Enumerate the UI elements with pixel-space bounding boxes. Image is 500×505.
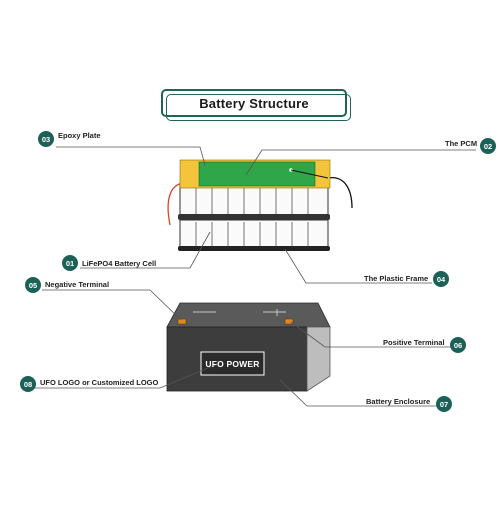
battery-enclosure-art: [166, 302, 331, 392]
badge-05: 05: [25, 277, 41, 293]
diagram-title: Battery Structure: [161, 89, 351, 121]
positive-terminal-shape: [284, 318, 294, 325]
battery-pack: [167, 159, 353, 251]
black-wire: [327, 177, 353, 209]
leader-01: [80, 231, 211, 269]
label-plastic-frame: The Plastic Frame: [364, 274, 429, 283]
plastic-frame-bottom: [178, 246, 330, 251]
badge-02: 02: [480, 138, 496, 154]
label-logo: UFO LOGO or Customized LOGO: [40, 378, 159, 387]
leader-07: [279, 379, 439, 407]
leader-06: [290, 321, 455, 348]
label-lifepo4-cell: LiFePO4 Battery Cell: [82, 259, 157, 268]
label-epoxy-plate: Epoxy Plate: [58, 131, 101, 140]
logo-text: UFO POWER: [205, 358, 260, 369]
negative-terminal-shape: [177, 318, 187, 325]
badge-06: 06: [450, 337, 466, 353]
leader-05: [42, 289, 182, 321]
leader-03: [56, 146, 206, 166]
leader-02: [245, 149, 476, 176]
enclosure-side: [306, 326, 331, 392]
leader-lines: [30, 146, 476, 407]
frame-band: [178, 214, 330, 220]
leader-04: [284, 248, 432, 284]
label-the-pcm: The PCM: [445, 139, 478, 148]
pcm-wire: [290, 169, 329, 179]
leader-08: [30, 362, 221, 389]
badge-04: 04: [433, 271, 449, 287]
enclosure-lid: [166, 302, 331, 328]
badge-01: 01: [62, 255, 78, 271]
logo-plate: [200, 351, 265, 376]
badge-08: 08: [20, 376, 36, 392]
label-negative-terminal: Negative Terminal: [45, 280, 110, 289]
label-battery-enclosure: Battery Enclosure: [366, 397, 431, 406]
badge-07: 07: [436, 396, 452, 412]
badge-03: 03: [38, 131, 54, 147]
label-positive-terminal: Positive Terminal: [383, 338, 445, 347]
pcm-board: [198, 161, 316, 187]
